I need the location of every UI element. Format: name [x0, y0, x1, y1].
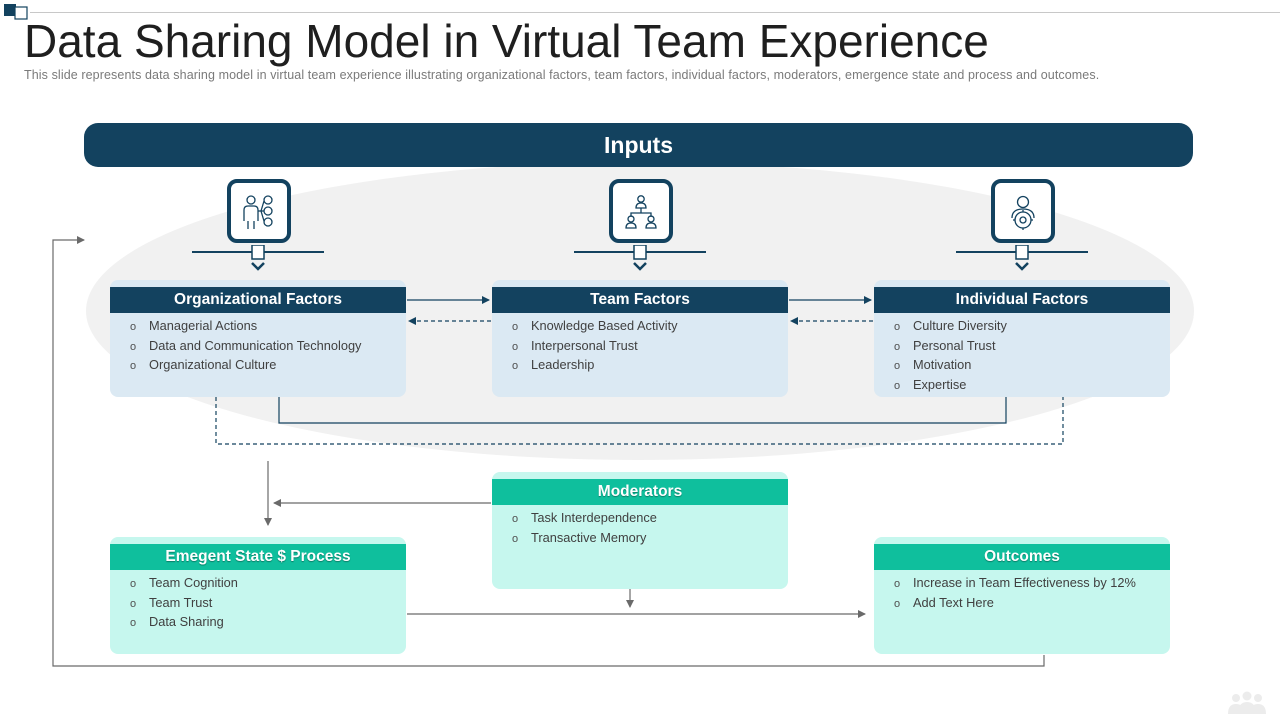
connector-pin-individual	[956, 245, 1088, 271]
card-title: Individual Factors	[874, 287, 1170, 313]
bracket-org-individual	[278, 397, 1007, 424]
people-group-watermark-icon	[1228, 691, 1266, 714]
card-title: Team Factors	[492, 287, 788, 313]
card-title: Outcomes	[874, 544, 1170, 570]
inputs-banner: Inputs	[84, 123, 1193, 167]
org-chart-icon	[609, 179, 673, 243]
bracket-dashed	[215, 397, 1064, 445]
card-title: Emegent State $ Process	[110, 544, 406, 570]
card-title: Moderators	[492, 479, 788, 505]
page-subtitle: This slide represents data sharing model…	[24, 68, 1100, 82]
user-gear-icon	[991, 179, 1055, 243]
connector-pin-team	[574, 245, 706, 271]
connector-pin-organizational	[192, 245, 324, 271]
corner-logo-mark	[4, 4, 28, 20]
top-rule	[30, 12, 1280, 13]
person-network-icon	[227, 179, 291, 243]
feedback-loop-arrow	[52, 236, 1045, 667]
page-title: Data Sharing Model in Virtual Team Exper…	[24, 15, 989, 67]
card-title: Organizational Factors	[110, 287, 406, 313]
